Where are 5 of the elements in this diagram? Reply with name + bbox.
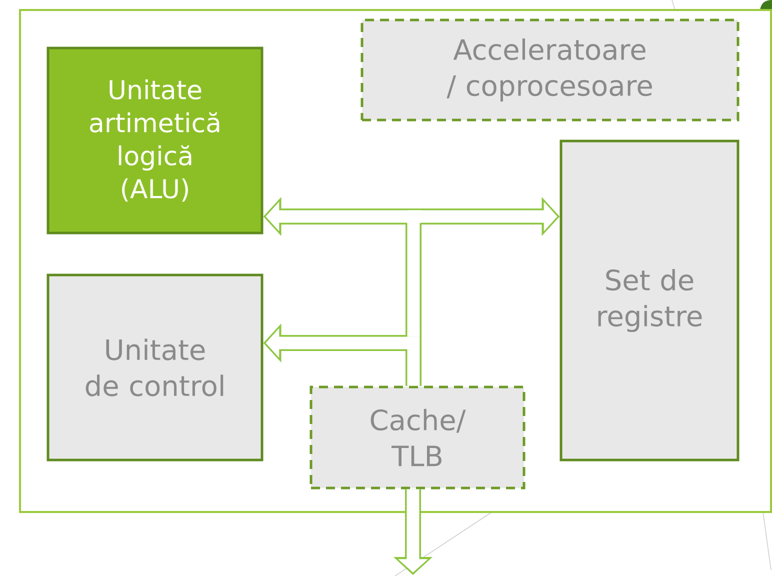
dashed-box: Cache/ TLB — [310, 386, 526, 490]
unit-box: Unitate de control — [46, 274, 264, 462]
dashed-box: Acceleratoare / coprocesoare — [360, 18, 740, 122]
unit-box: Set de registre — [560, 140, 740, 462]
alu-box: Unitate artimetică logică (ALU) — [46, 46, 264, 234]
